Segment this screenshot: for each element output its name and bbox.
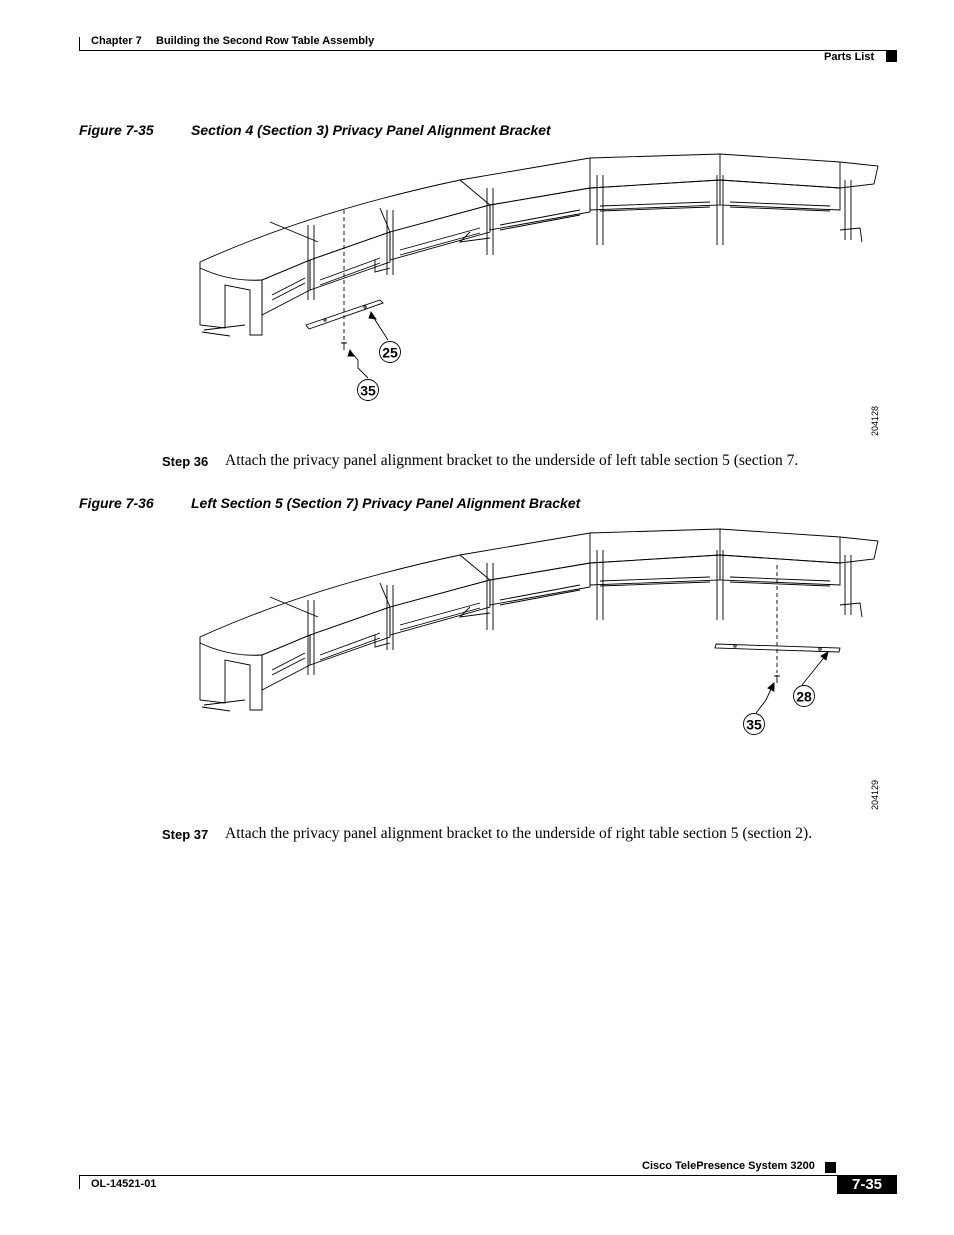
step-36-label: Step 36 xyxy=(162,454,209,469)
figure-36-number: Figure 7-36 xyxy=(79,495,154,511)
footer-marker xyxy=(825,1162,836,1173)
figure-36-title: Left Section 5 (Section 7) Privacy Panel… xyxy=(191,495,581,511)
header-marker xyxy=(886,51,897,62)
step-37-text: Attach the privacy panel alignment brack… xyxy=(225,825,813,842)
figure-35-illustration: 25 35 xyxy=(199,153,879,401)
figure-35-number: Figure 7-35 xyxy=(79,122,154,138)
figure-36-illustration: 28 35 xyxy=(199,528,879,735)
footer-doc-title: Cisco TelePresence System 3200 xyxy=(642,1160,815,1172)
footer-rule xyxy=(79,1175,897,1176)
step-37-label: Step 37 xyxy=(162,827,209,842)
figure-35-callout-25: 25 xyxy=(382,345,398,361)
header-section: Parts List xyxy=(824,51,875,63)
header-chapter-title: Building the Second Row Table Assembly xyxy=(156,35,375,47)
figure-35-title: Section 4 (Section 3) Privacy Panel Alig… xyxy=(191,122,551,138)
header-rule xyxy=(79,50,897,51)
figure-36-callout-28: 28 xyxy=(796,689,812,705)
footer-page-number: 7-35 xyxy=(851,1176,883,1193)
figure-35-image-id: 204128 xyxy=(870,405,880,436)
figure-36-callout-35: 35 xyxy=(746,717,762,733)
footer-left-tick xyxy=(79,1175,80,1189)
footer-page-box xyxy=(837,1175,897,1194)
header-chapter: Chapter 7 xyxy=(91,35,142,47)
step-36-text: Attach the privacy panel alignment brack… xyxy=(225,452,799,469)
figure-35-callout-35: 35 xyxy=(360,383,376,399)
figure-36-image-id: 204129 xyxy=(870,779,880,810)
header-left-tick xyxy=(79,37,80,51)
footer-doc-number: OL-14521-01 xyxy=(91,1178,157,1190)
